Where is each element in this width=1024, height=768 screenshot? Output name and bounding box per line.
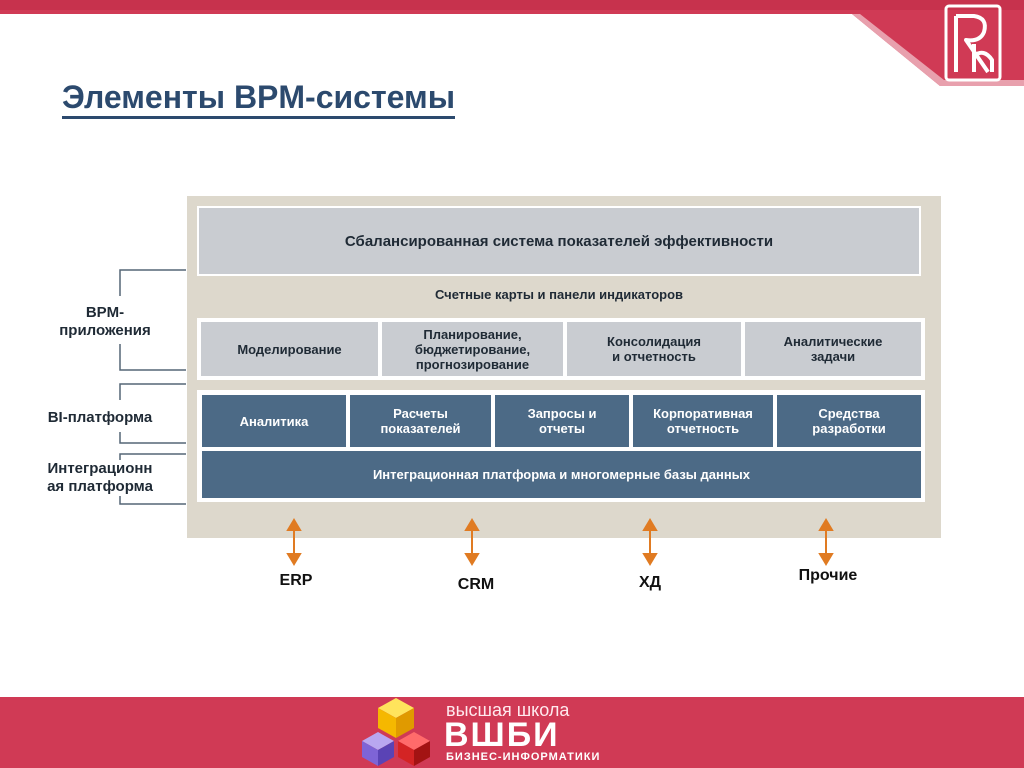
bi-box-analytics: Аналитика xyxy=(202,395,346,447)
app-box-planning: Планирование, бюджетирование, прогнозиро… xyxy=(380,320,565,378)
footer-school-text: высшая школа xyxy=(446,700,570,720)
footer-subtitle-text: БИЗНЕС-ИНФОРМАТИКИ xyxy=(446,751,601,763)
bi-box-kpi-calc: Расчеты показателей xyxy=(350,395,491,447)
external-erp: ERP xyxy=(279,572,313,589)
app-box-consolidation: Консолидация и отчетность xyxy=(565,320,743,378)
arrow-dw-icon xyxy=(642,518,658,566)
external-crm: CRM xyxy=(457,576,495,593)
side-brackets xyxy=(119,269,186,505)
arrow-erp-icon xyxy=(286,518,302,566)
external-other: Прочие xyxy=(798,567,858,584)
integration-platform-label: Интеграционн ая платформа xyxy=(47,460,153,495)
double-arrows xyxy=(286,518,834,566)
external-dw: ХД xyxy=(638,574,662,591)
footer-brand-text: ВШБИ xyxy=(444,716,560,754)
bpm-applications-label: BPM- приложения xyxy=(59,304,151,339)
bi-box-dev-tools: Средства разработки xyxy=(777,395,921,447)
app-box-analytical-tasks: Аналитические задачи xyxy=(743,320,923,378)
scorecards-label: Счетные карты и панели индикаторов xyxy=(434,287,684,302)
top-decorative-band xyxy=(0,0,1024,86)
integration-platform-box: Интеграционная платформа и многомерные б… xyxy=(202,451,921,498)
arrow-other-icon xyxy=(818,518,834,566)
bi-box-queries: Запросы и отчеты xyxy=(495,395,629,447)
footer-band xyxy=(0,697,1024,768)
bi-box-corporate-reporting: Корпоративная отчетность xyxy=(633,395,773,447)
arrow-crm-icon xyxy=(464,518,480,566)
university-logo-icon xyxy=(944,4,1002,82)
cubes-logo-icon xyxy=(362,698,430,766)
balanced-scorecard-box: Сбалансированная система показателей эфф… xyxy=(197,206,921,276)
bi-platform-label: BI-платформа xyxy=(47,409,153,426)
page-title: Элементы BPM-системы xyxy=(62,78,456,119)
app-box-modeling: Моделирование xyxy=(199,320,380,378)
